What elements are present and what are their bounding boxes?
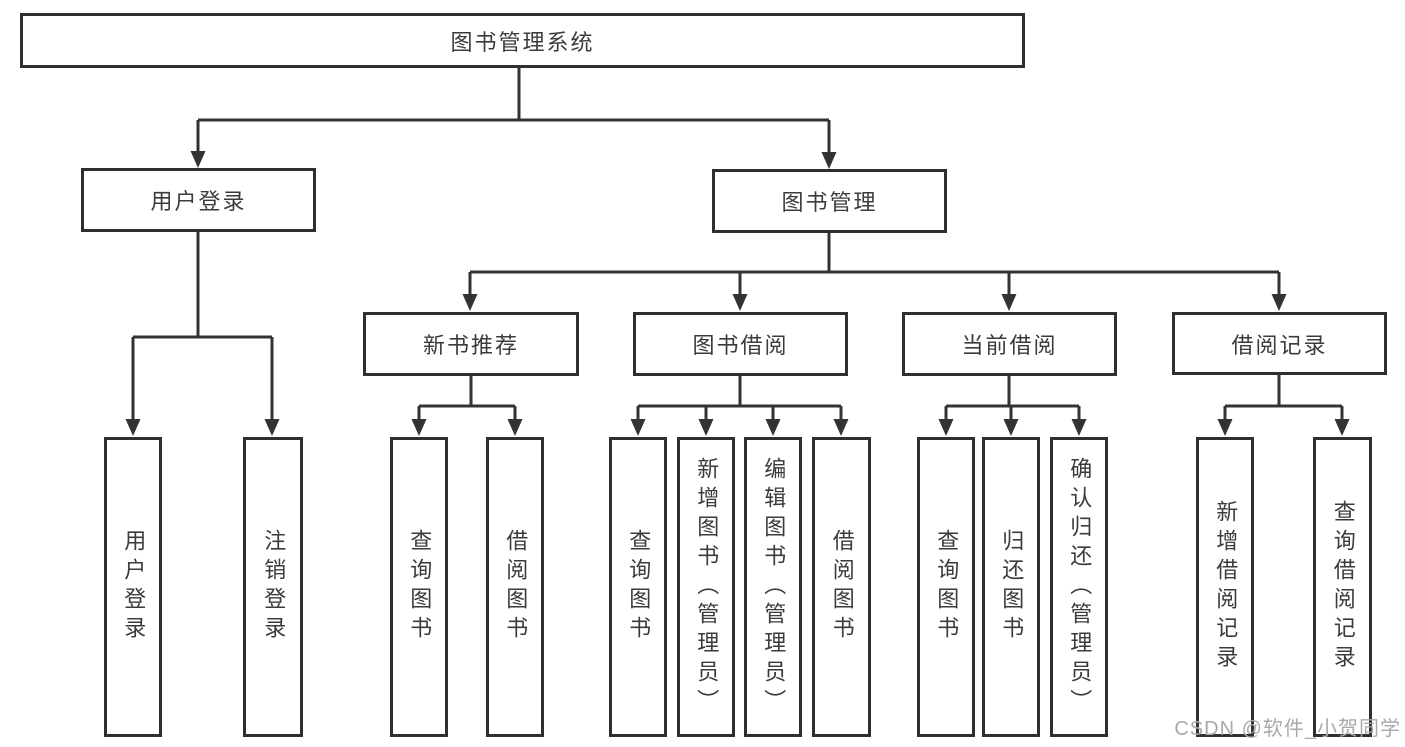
leaf-confirm-return-admin: 确认归还（管理员） bbox=[1050, 437, 1108, 737]
leaf-label: 确认归还（管理员） bbox=[1067, 456, 1093, 718]
leaf-label: 借阅图书 bbox=[503, 529, 529, 645]
node-book-management: 图书管理 bbox=[712, 169, 947, 233]
node-borrow-records: 借阅记录 bbox=[1172, 312, 1387, 375]
leaf-label: 新增借阅记录 bbox=[1213, 500, 1239, 674]
leaf-edit-book-admin: 编辑图书（管理员） bbox=[744, 437, 802, 737]
connector-lines bbox=[133, 68, 1342, 408]
leaf-label: 编辑图书（管理员） bbox=[761, 456, 787, 718]
leaf-label: 查询图书 bbox=[626, 529, 652, 645]
node-library-system: 图书管理系统 bbox=[20, 13, 1025, 68]
leaf-label: 归还图书 bbox=[999, 529, 1025, 645]
leaf-label: 借阅图书 bbox=[829, 529, 855, 645]
leaf-label: 注销登录 bbox=[261, 529, 287, 645]
leaf-label: 查询图书 bbox=[407, 529, 433, 645]
node-new-book-recommend: 新书推荐 bbox=[363, 312, 579, 376]
leaf-query-borrow-record: 查询借阅记录 bbox=[1313, 437, 1372, 737]
csdn-watermark: CSDN @软件_小贺同学 bbox=[1174, 718, 1401, 740]
leaf-user-login: 用户登录 bbox=[104, 437, 162, 737]
leaf-return-book: 归还图书 bbox=[982, 437, 1040, 737]
arrowheads bbox=[125, 120, 1350, 436]
leaf-label: 用户登录 bbox=[121, 529, 147, 645]
leaf-add-borrow-record: 新增借阅记录 bbox=[1196, 437, 1254, 737]
leaf-logout: 注销登录 bbox=[243, 437, 303, 737]
leaf-query-book-recommend: 查询图书 bbox=[390, 437, 448, 737]
node-current-borrow: 当前借阅 bbox=[902, 312, 1117, 376]
leaf-query-book-current: 查询图书 bbox=[917, 437, 975, 737]
leaf-borrow-book-recommend: 借阅图书 bbox=[486, 437, 544, 737]
leaf-query-book-borrow: 查询图书 bbox=[609, 437, 667, 737]
node-user-login: 用户登录 bbox=[81, 168, 316, 232]
leaf-label: 新增图书（管理员） bbox=[694, 456, 720, 718]
node-book-borrow: 图书借阅 bbox=[633, 312, 848, 376]
leaf-label: 查询图书 bbox=[934, 529, 960, 645]
leaf-label: 查询借阅记录 bbox=[1330, 500, 1356, 674]
leaf-borrow-book: 借阅图书 bbox=[812, 437, 871, 737]
leaf-add-book-admin: 新增图书（管理员） bbox=[677, 437, 735, 737]
